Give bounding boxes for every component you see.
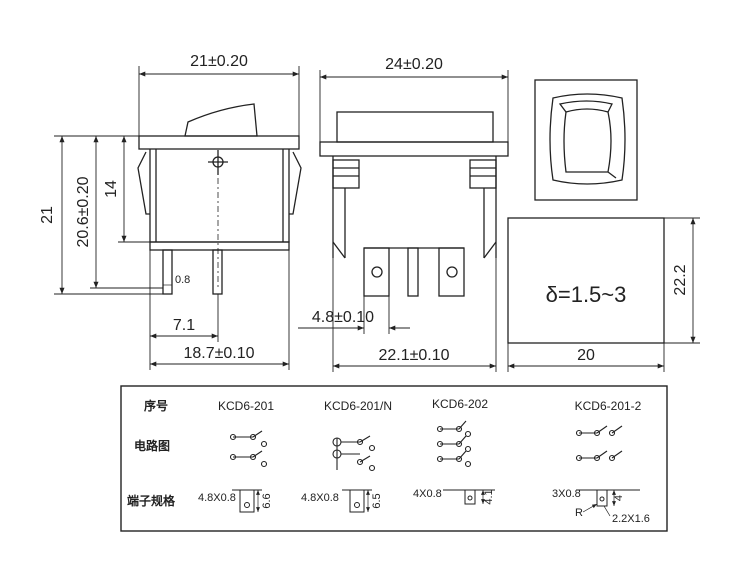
terminal-height-1: 6.6 — [261, 493, 273, 508]
row-label-terminal: 端子规格 — [127, 493, 176, 508]
terminal-spec-3: 4X0.8 — [413, 488, 442, 500]
model-kcd6-201-2: KCD6-201-2 — [575, 399, 642, 413]
model-kcd6-201n: KCD6-201/N — [324, 399, 392, 413]
terminal-offset-label: 7.1 — [173, 317, 195, 334]
row-label-circuit: 电路图 — [134, 438, 170, 453]
terminal-kcd6-201n — [342, 489, 372, 513]
side-view — [298, 70, 509, 372]
spec-table — [120, 385, 668, 532]
circuit-kcd6-201-2 — [575, 425, 623, 462]
panel-height-label: 22.2 — [672, 264, 689, 295]
side-base-label: 22.1±0.10 — [378, 347, 449, 364]
upper-height-label: 14 — [103, 180, 120, 198]
circuit-kcd6-201 — [229, 430, 268, 468]
terminal-spec-4: 3X0.8 — [552, 488, 581, 500]
panel-width-label: 20 — [577, 347, 595, 364]
terminal-height-2: 6.5 — [371, 493, 383, 508]
terminal-kcd6-202 — [443, 489, 495, 505]
terminal-spec-2: 4.8X0.8 — [301, 492, 339, 504]
circuit-kcd6-202 — [436, 420, 472, 468]
terminal-kcd6-201-2 — [576, 489, 640, 517]
total-height-label: 21 — [39, 206, 56, 224]
model-kcd6-202: KCD6-202 — [432, 397, 488, 411]
terminal-spec-1: 4.8X0.8 — [198, 492, 236, 504]
row-label-number: 序号 — [144, 398, 168, 413]
terminal-height-3: 4.1 — [483, 489, 495, 504]
front-view — [54, 66, 302, 370]
terminal-width-label: 4.8±0.10 — [312, 309, 374, 326]
front-width-label: 21±0.20 — [190, 53, 248, 70]
terminal-kcd6-201 — [232, 489, 262, 513]
model-kcd6-201: KCD6-201 — [218, 399, 274, 413]
panel-thickness-label: δ=1.5~3 — [546, 282, 627, 307]
body-height-label: 20.6±0.20 — [75, 176, 92, 247]
circuit-kcd6-201n — [332, 435, 376, 472]
terminal-extra-4: 2.2X1.6 — [612, 513, 650, 525]
panel-cutout — [507, 217, 700, 372]
terminal-small-label: 0.8 — [175, 274, 190, 286]
top-view — [534, 79, 638, 201]
terminal-radius-4: R — [575, 507, 583, 519]
side-width-label: 24±0.20 — [385, 56, 443, 73]
front-base-label: 18.7±0.10 — [183, 345, 254, 362]
terminal-height-4: 4 — [613, 495, 625, 501]
